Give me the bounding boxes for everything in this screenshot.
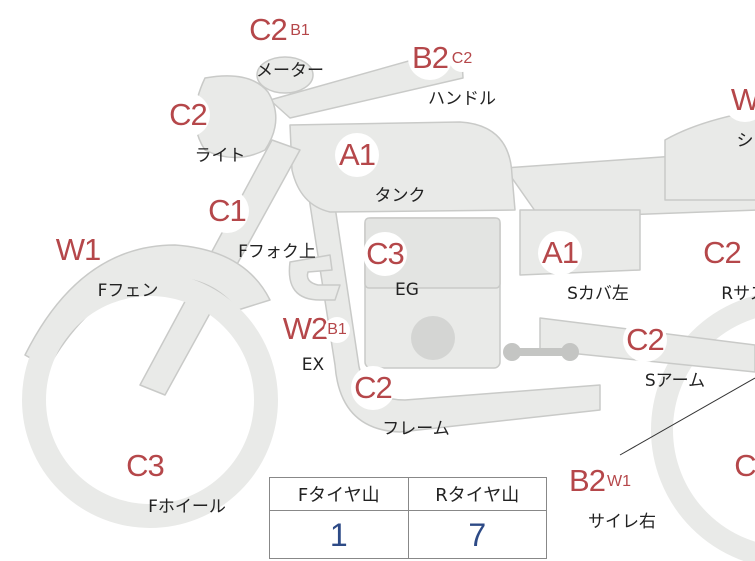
part-label: Fフォク上 <box>238 242 316 262</box>
grade-badge: C1 <box>205 189 249 233</box>
grade-badge: C2 <box>246 8 290 52</box>
tire-tread-table: Fタイヤ山 Rタイヤ山 1 7 <box>269 477 547 559</box>
sub-grade-badge: B1 <box>287 18 313 44</box>
grade-badge: W2 <box>283 307 328 351</box>
grade-badge: C2 <box>623 318 667 362</box>
part-label: サイレ右 <box>588 512 656 532</box>
front-wheel-shape <box>22 272 278 528</box>
part-label: Fフェン <box>97 281 159 301</box>
grade-badge: W1 <box>56 228 101 272</box>
rear-wheel-shape <box>651 295 755 561</box>
grade-badge: A1 <box>538 231 582 275</box>
grade-badge: A1 <box>335 133 379 177</box>
part-label: EX <box>301 355 325 375</box>
part-label: EG <box>395 280 419 300</box>
grade-badge: W <box>723 78 755 122</box>
sub-grade-badge: W1 <box>606 469 632 495</box>
lever-end-shape <box>503 343 521 361</box>
part-label: シ <box>736 131 754 151</box>
grade-badge: C2 <box>351 366 395 410</box>
part-label: タンク <box>374 186 426 206</box>
part-label: ライト <box>194 146 246 166</box>
sub-grade-badge: C2 <box>449 46 475 72</box>
grade-badge: C2 <box>700 231 744 275</box>
pointer-line <box>619 377 755 456</box>
part-label: Fホイール <box>148 497 226 517</box>
tire-table-value-row: 1 7 <box>270 511 546 559</box>
part-label: Sカバ左 <box>567 284 629 304</box>
tire-table-header-row: Fタイヤ山 Rタイヤ山 <box>270 478 546 511</box>
rear-tire-header: Rタイヤ山 <box>407 478 547 510</box>
part-label: Rサス <box>721 284 755 304</box>
grade-badge: B2 <box>565 459 609 503</box>
grade-badge: C <box>723 444 755 488</box>
grade-badge: B2 <box>408 36 452 80</box>
exhaust-shape <box>288 254 341 301</box>
part-label: フレーム <box>382 419 450 439</box>
engine-cover-shape <box>411 316 455 360</box>
meter-shape <box>256 56 314 94</box>
rear-tire-value: 7 <box>407 511 547 559</box>
front-tire-value: 1 <box>329 516 348 553</box>
part-label: Sアーム <box>644 371 706 391</box>
lever-end-shape <box>561 343 579 361</box>
front-tire-header: Fタイヤ山 <box>297 485 380 506</box>
side-cover-shape <box>519 209 641 276</box>
part-label: ハンドル <box>428 89 496 109</box>
part-label: メーター <box>256 61 324 81</box>
grade-badge: C3 <box>123 444 167 488</box>
grade-badge: C3 <box>363 232 407 276</box>
grade-badge: C2 <box>166 93 210 137</box>
sub-grade-badge: B1 <box>324 317 350 343</box>
seat-shape <box>664 110 755 201</box>
